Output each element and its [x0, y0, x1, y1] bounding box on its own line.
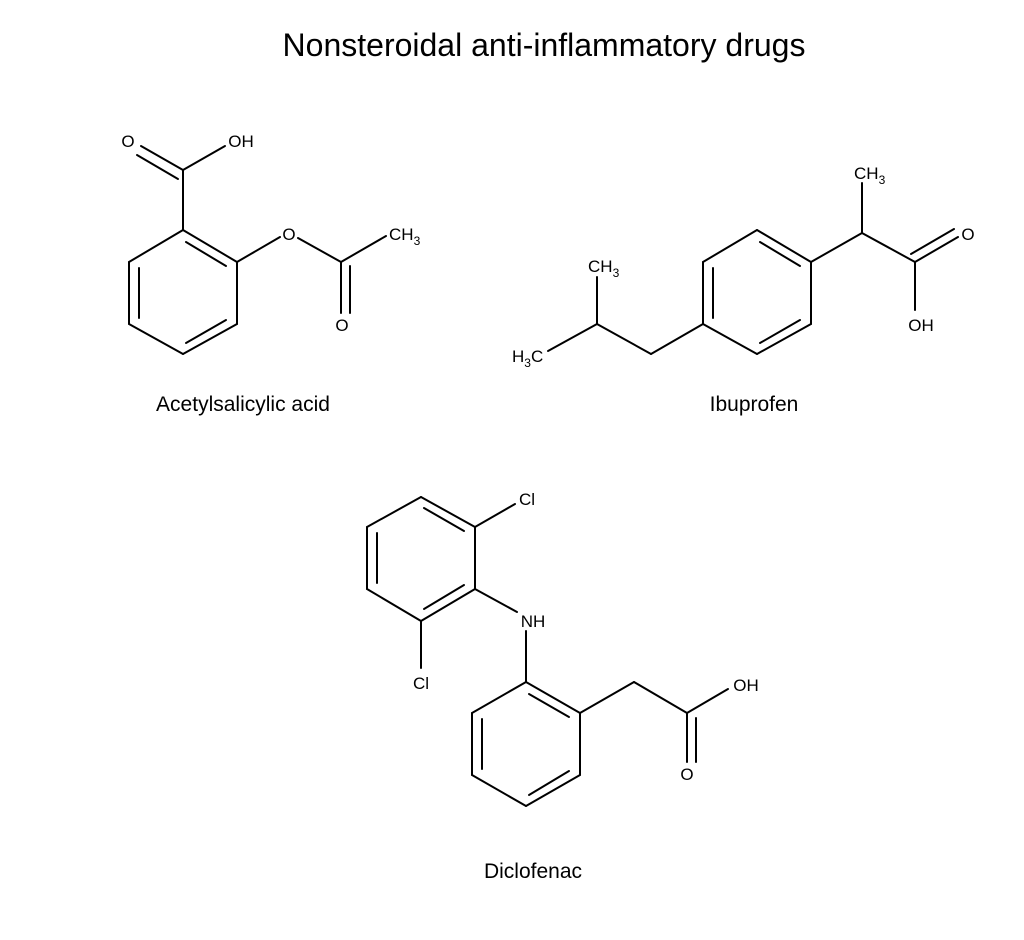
ibuprofen-name: Ibuprofen [710, 393, 799, 416]
diclofenac-chlorine-top-label: Cl [519, 490, 535, 509]
aspirin-ester-oxygen-label: O [282, 225, 295, 244]
diclofenac-name: Diclofenac [484, 860, 582, 883]
ibuprofen-top-methyl-label: CH3 [854, 164, 886, 187]
ibuprofen-terminal-methyl-label: H3C [512, 347, 543, 370]
diclofenac-amine-label: NH [521, 612, 546, 631]
diagram-title: Nonsteroidal anti-inflammatory drugs [283, 27, 806, 63]
diclofenac-chlorine-bottom-label: Cl [413, 674, 429, 693]
acetylsalicylic-acid-name: Acetylsalicylic acid [156, 393, 330, 416]
diclofenac-carbonyl-oxygen-label: O [680, 765, 693, 784]
aspirin-hydroxyl-label: OH [228, 132, 254, 151]
ibuprofen-isobutyl-methyl-label: CH3 [588, 257, 620, 280]
ibuprofen-carbonyl-oxygen-label: O [961, 225, 974, 244]
diclofenac-structure: Cl NH Cl OH O [366, 490, 759, 807]
ibuprofen-hydroxyl-label: OH [908, 316, 934, 335]
acetylsalicylic-acid-structure: O OH O CH3 O [121, 132, 421, 355]
ibuprofen-structure: CH3 O OH CH3 H3C [512, 164, 975, 370]
aspirin-methyl-label: CH3 [389, 225, 421, 248]
diclofenac-hydroxyl-label: OH [733, 676, 759, 695]
aspirin-acetyl-oxygen-label: O [335, 316, 348, 335]
aspirin-carbonyl-oxygen-label: O [121, 132, 134, 151]
